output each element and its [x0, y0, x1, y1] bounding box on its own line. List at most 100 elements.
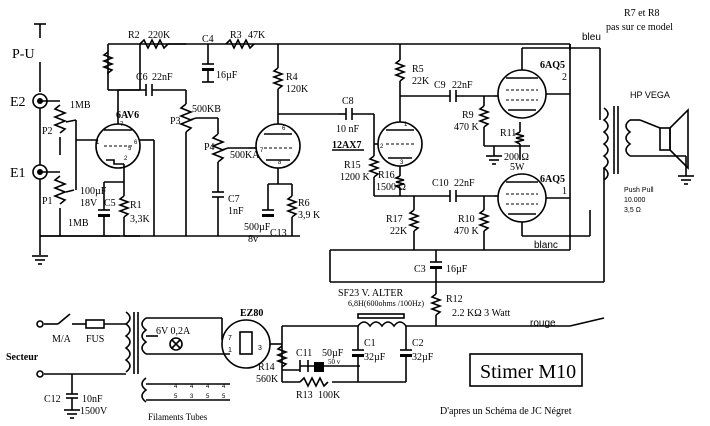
svg-text:R17: R17: [386, 214, 403, 225]
svg-text:C12: C12: [44, 394, 61, 405]
svg-text:2: 2: [562, 72, 567, 83]
svg-text:2: 2: [124, 156, 128, 162]
resistor-r4: R4 120K: [271, 44, 309, 104]
resistor-r11: R11 200 Ω 5W: [500, 122, 529, 173]
svg-text:R2: R2: [128, 30, 140, 41]
svg-text:4: 4: [174, 384, 178, 390]
svg-text:5: 5: [174, 394, 178, 400]
cap-c9: C9 22nF: [434, 80, 494, 102]
svg-text:1200 K: 1200 K: [340, 172, 371, 183]
svg-text:10.000: 10.000: [624, 197, 646, 204]
svg-text:22K: 22K: [412, 76, 430, 87]
svg-text:7: 7: [260, 148, 264, 154]
svg-text:4: 4: [222, 384, 226, 390]
svg-text:22nF: 22nF: [152, 72, 173, 83]
svg-text:M/A: M/A: [52, 334, 72, 345]
svg-text:3,3K: 3,3K: [130, 214, 151, 225]
input-e2: E2: [10, 93, 48, 110]
svg-text:470 K: 470 K: [454, 226, 480, 237]
svg-text:500µF: 500µF: [244, 222, 271, 233]
svg-text:6V 0,2A: 6V 0,2A: [156, 326, 191, 337]
svg-text:2.2 KΩ 3 Watt: 2.2 KΩ 3 Watt: [452, 308, 511, 319]
svg-text:8v: 8v: [248, 234, 258, 245]
svg-text:5W: 5W: [510, 162, 525, 173]
svg-text:R16: R16: [378, 170, 395, 181]
svg-text:SF23 V. ALTER: SF23 V. ALTER: [338, 288, 403, 299]
svg-text:47K: 47K: [248, 30, 266, 41]
cap-c13: 500µF 8v C13: [244, 184, 287, 245]
pot-p1: P1 1MB: [40, 171, 89, 236]
title-stimer: Stimer M10: [480, 361, 576, 383]
lamp-icon: 6V 0,2A: [156, 326, 191, 351]
svg-text:1500 Ω: 1500 Ω: [376, 182, 406, 193]
label-pu: P-U: [12, 47, 35, 62]
resistor-r10: R10 470 K: [454, 196, 491, 250]
svg-text:C1: C1: [364, 338, 376, 349]
svg-text:C10: C10: [432, 178, 449, 189]
svg-text:500KB: 500KB: [192, 104, 221, 115]
mains-input: M/A FUS Secteur: [6, 313, 126, 378]
svg-text:Push Pull: Push Pull: [624, 187, 654, 194]
input-e1: E1: [10, 164, 48, 181]
svg-text:C4: C4: [202, 34, 214, 45]
svg-text:16µF: 16µF: [216, 70, 238, 81]
cap-c2: C2 32µF: [400, 326, 434, 382]
pot-p2: P2 1MB: [40, 100, 91, 155]
choke-sf23: SF23 V. ALTER 6,8H(600ohms /100Hz): [338, 288, 424, 328]
svg-text:10 nF: 10 nF: [336, 124, 360, 135]
svg-text:C7: C7: [228, 194, 240, 205]
svg-text:32µF: 32µF: [364, 352, 386, 363]
filament-terminals: 4 4 4 4 5 3 5 5 Filaments Tubes: [146, 383, 230, 422]
svg-text:1nF: 1nF: [228, 206, 244, 217]
svg-text:1500V: 1500V: [80, 406, 108, 417]
svg-text:R15: R15: [344, 160, 361, 171]
svg-text:P3: P3: [170, 116, 181, 127]
resistor-r13: R13 100K: [296, 376, 341, 401]
power-transformer: [124, 311, 148, 403]
svg-text:7: 7: [120, 122, 124, 128]
resistor-r9: R9 470 K: [454, 96, 491, 146]
svg-text:2: 2: [380, 144, 384, 150]
svg-text:6,8H(600ohms /100Hz): 6,8H(600ohms /100Hz): [348, 299, 424, 308]
speaker-icon: HP VEGA: [630, 90, 689, 170]
pot-p3: P3 500KB: [170, 90, 221, 236]
cap-c6: C6 22nF: [118, 72, 186, 96]
svg-text:16µF: 16µF: [446, 264, 468, 275]
resistor-r12: R12 2.2 KΩ 3 Watt: [429, 293, 511, 326]
svg-text:470 K: 470 K: [454, 122, 480, 133]
label-blanc: blanc: [534, 240, 558, 251]
resistor-r17: R17 22K: [386, 196, 421, 250]
resistor-r1: R1 3,3K: [117, 182, 151, 236]
svg-text:3: 3: [258, 345, 262, 352]
svg-text:22nF: 22nF: [454, 178, 475, 189]
svg-text:22K: 22K: [390, 226, 408, 237]
svg-text:R13: R13: [296, 390, 313, 401]
svg-text:Filaments Tubes: Filaments Tubes: [148, 412, 208, 422]
label-bleu: bleu: [582, 32, 601, 43]
cap-c3: C3 16µF: [414, 250, 468, 282]
svg-text:P2: P2: [42, 126, 53, 137]
svg-text:R3: R3: [230, 30, 242, 41]
svg-text:C8: C8: [342, 96, 354, 107]
svg-text:P4: P4: [204, 142, 215, 153]
note-r7-r8: R7 et R8: [624, 8, 660, 19]
resistor-r2: R2 220K: [128, 30, 171, 50]
tube-12ax7-b: 2 1 3: [377, 121, 423, 167]
ground-speaker: [678, 175, 694, 185]
cap-c4: C4 16µF: [202, 34, 238, 83]
svg-text:22nF: 22nF: [452, 80, 473, 91]
svg-text:4: 4: [190, 384, 194, 390]
label-6aq5-bottom: 6AQ5: [540, 174, 565, 185]
svg-text:R9: R9: [462, 110, 474, 121]
svg-text:560K: 560K: [256, 374, 279, 385]
tube-ez80: EZ80 7 1 3: [221, 308, 271, 369]
svg-text:R6: R6: [298, 198, 310, 209]
svg-text:C5: C5: [104, 198, 116, 209]
svg-text:50µF: 50µF: [322, 348, 344, 359]
svg-text:FUS: FUS: [86, 334, 104, 345]
label-12ax7: 12AX7: [332, 140, 361, 151]
svg-text:P1: P1: [42, 196, 53, 207]
svg-text:10nF: 10nF: [82, 394, 103, 405]
